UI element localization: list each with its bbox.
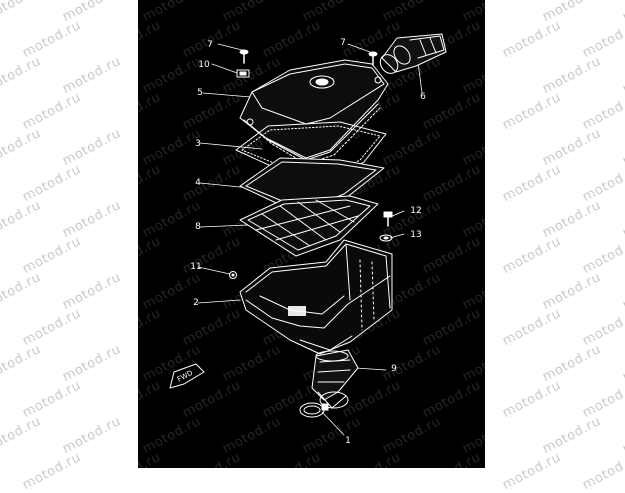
screw (383, 211, 393, 227)
watermark-text: motod.ru (0, 341, 44, 386)
watermark-text: motod.ru (20, 305, 84, 350)
watermark-text: motod.ru (60, 197, 124, 242)
watermark-text: motod.ru (0, 0, 44, 26)
watermark-text: motod.ru (500, 161, 564, 206)
air-filter-exploded-diagram: FWD (169, 33, 447, 436)
watermark-text: motod.ru (20, 449, 84, 493)
watermark-text: motod.ru (0, 269, 44, 314)
watermark-text: motod.ru (580, 161, 625, 206)
watermark-text: motod.ru (580, 17, 625, 62)
callout-4: 4 (195, 178, 201, 188)
watermark-text: motod.ru (540, 53, 604, 98)
watermark-text: motod.ru (580, 449, 625, 493)
filter-frame (239, 195, 379, 257)
callout-8: 8 (195, 222, 201, 232)
watermark-text: motod.ru (620, 413, 625, 458)
watermark-text: motod.ru (500, 17, 564, 62)
watermark-text: motod.ru (60, 269, 124, 314)
watermark-text: motod.ru (20, 233, 84, 278)
bolt-left (239, 49, 249, 64)
watermark-text: motod.ru (580, 305, 625, 350)
watermark-text: motod.ru (540, 413, 604, 458)
fwd-label: FWD (176, 369, 194, 384)
watermark-text: motod.ru (60, 413, 124, 458)
watermark-text: motod.ru (580, 377, 625, 422)
watermark-text: motod.ru (540, 197, 604, 242)
fwd-arrow-icon (169, 363, 205, 389)
air-filter-joint (311, 349, 359, 409)
watermark-text: motod.ru (500, 449, 564, 493)
watermark-text: motod.ru (20, 89, 84, 134)
callout-7-right: 7 (340, 38, 346, 48)
callout-13: 13 (410, 230, 422, 240)
watermark-text: motod.ru (620, 53, 625, 98)
watermark-text: motod.ru (540, 269, 604, 314)
callout-12: 12 (410, 206, 422, 216)
watermark-text: motod.ru (0, 53, 44, 98)
watermark-text: motod.ru (540, 341, 604, 386)
watermark-text: motod.ru (500, 233, 564, 278)
callout-9: 9 (391, 364, 397, 374)
watermark-text: motod.ru (60, 341, 124, 386)
watermark-text: motod.ru (0, 197, 44, 242)
intake-duct (379, 33, 447, 74)
callout-6: 6 (420, 92, 426, 102)
washer-clip (236, 69, 250, 78)
watermark-text: motod.ru (20, 377, 84, 422)
watermark-text: motod.ru (60, 53, 124, 98)
watermark-text: motod.ru (620, 0, 625, 26)
watermark-text: motod.ru (500, 305, 564, 350)
callout-7-left: 7 (207, 40, 213, 50)
watermark-text: motod.ru (620, 125, 625, 170)
callout-5: 5 (197, 88, 203, 98)
watermark-text: motod.ru (60, 0, 124, 26)
hose-clamp (299, 402, 329, 418)
filter-cover (239, 59, 389, 165)
watermark-text: motod.ru (0, 125, 44, 170)
grommet (379, 234, 393, 242)
watermark-text: motod.ru (60, 125, 124, 170)
watermark-text: motod.ru (500, 377, 564, 422)
watermark-text: motod.ru (620, 269, 625, 314)
callout-3: 3 (195, 139, 201, 149)
watermark-text: motod.ru (540, 125, 604, 170)
watermark-text: motod.ru (580, 233, 625, 278)
watermark-text: motod.ru (620, 197, 625, 242)
callout-1: 1 (345, 436, 351, 446)
watermark-text: motod.ru (0, 413, 44, 458)
nut (229, 271, 237, 279)
callout-10: 10 (198, 60, 210, 70)
leader-lines (197, 43, 423, 436)
watermark-text: motod.ru (20, 17, 84, 62)
watermark-text: motod.ru (620, 341, 625, 386)
callout-2: 2 (193, 298, 199, 308)
filter-case (239, 239, 393, 355)
watermark-text: motod.ru (20, 161, 84, 206)
callout-11: 11 (190, 262, 202, 272)
bolt-right (368, 51, 378, 67)
watermark-text: motod.ru (500, 89, 564, 134)
watermark-text: motod.ru (540, 0, 604, 26)
watermark-text: motod.ru (580, 89, 625, 134)
